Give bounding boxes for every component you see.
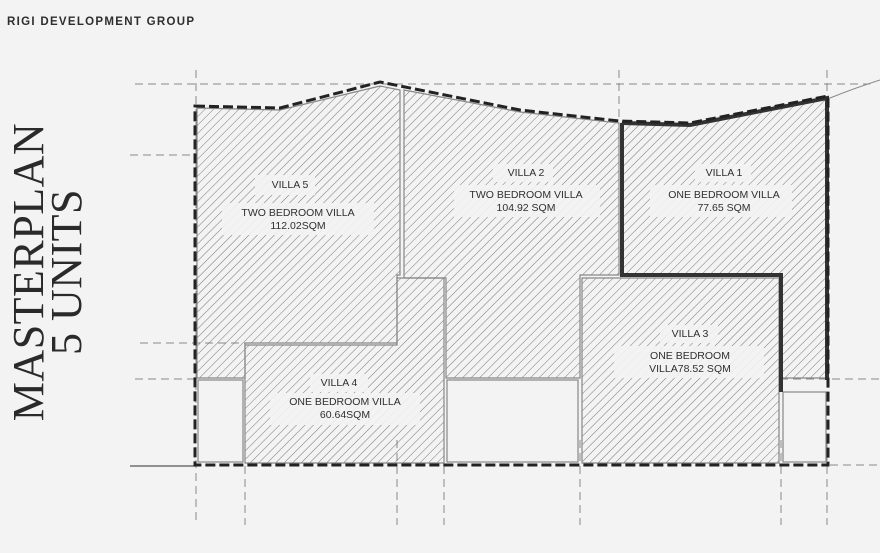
svg-text:TWO BEDROOM VILLA: TWO BEDROOM VILLA bbox=[469, 189, 582, 201]
svg-text:VILLA 4: VILLA 4 bbox=[321, 377, 358, 389]
villa-3-label: VILLA 3 ONE BEDROOM VILLA78.52 SQM bbox=[614, 325, 764, 378]
svg-text:112.02SQM: 112.02SQM bbox=[270, 220, 325, 232]
svg-text:ONE BEDROOM: ONE BEDROOM bbox=[650, 350, 730, 362]
villa-5-label: VILLA 5 TWO BEDROOM VILLA 112.02SQM bbox=[222, 175, 374, 235]
svg-text:104.92 SQM: 104.92 SQM bbox=[497, 202, 556, 214]
brand-name: RIGI DEVELOPMENT GROUP bbox=[7, 16, 196, 28]
site-boundary bbox=[193, 80, 830, 467]
svg-text:VILLA 5: VILLA 5 bbox=[272, 179, 309, 191]
svg-text:TWO BEDROOM VILLA: TWO BEDROOM VILLA bbox=[241, 207, 354, 219]
villa-1-label: VILLA 1 ONE BEDROOM VILLA 77.65 SQM bbox=[650, 164, 792, 217]
villa-1-boundary bbox=[620, 123, 783, 392]
villa-4-label: VILLA 4 ONE BEDROOM VILLA 60.64SQM bbox=[270, 374, 420, 425]
svg-text:60.64SQM: 60.64SQM bbox=[320, 409, 370, 421]
svg-text:VILLA 1: VILLA 1 bbox=[706, 167, 743, 179]
svg-text:ONE BEDROOM VILLA: ONE BEDROOM VILLA bbox=[668, 189, 779, 201]
villa-2-label: VILLA 2 TWO BEDROOM VILLA 104.92 SQM bbox=[454, 164, 600, 217]
svg-text:VILLA78.52 SQM: VILLA78.52 SQM bbox=[649, 363, 731, 375]
svg-text:VILLA 3: VILLA 3 bbox=[672, 328, 709, 340]
svg-text:ONE BEDROOM VILLA: ONE BEDROOM VILLA bbox=[289, 396, 400, 408]
svg-text:VILLA 2: VILLA 2 bbox=[508, 167, 545, 179]
svg-text:77.65 SQM: 77.65 SQM bbox=[697, 202, 750, 214]
